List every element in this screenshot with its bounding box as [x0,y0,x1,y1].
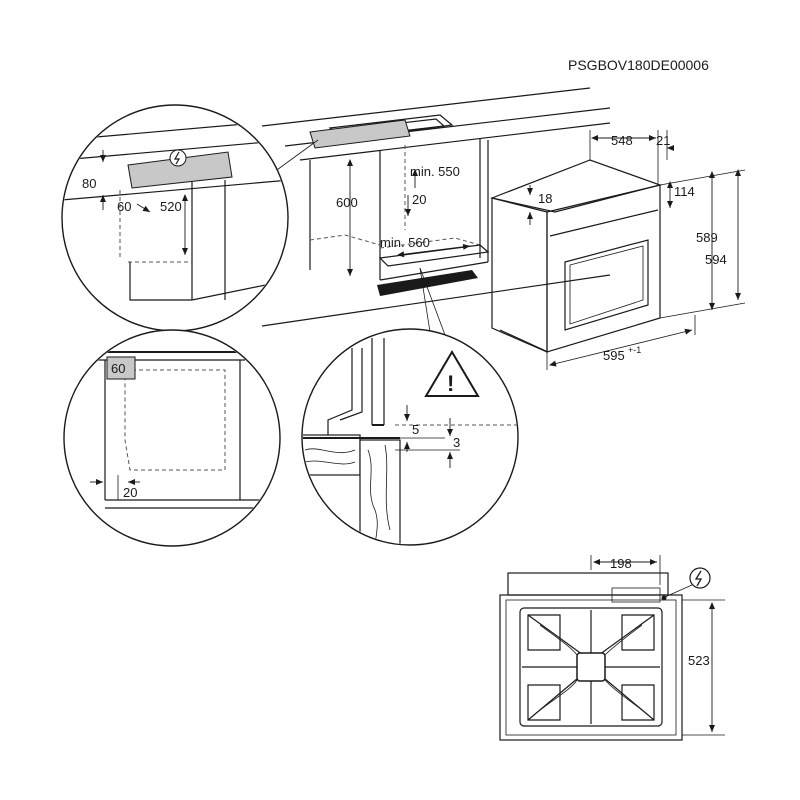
dim-548: 548 [611,133,633,148]
fan-guard [519,607,663,727]
dim-min560: min. 560 [380,235,430,250]
dim-589: 589 [696,230,718,245]
leader-line-1 [269,139,319,176]
dim-20-mid: 20 [412,192,426,207]
dim-600: 600 [336,195,358,210]
leader-line-3 [419,267,446,336]
dim-114: 114 [674,184,695,199]
oven-perspective: 548 21 18 114 589 594 595 +-1 [489,130,746,370]
dim-3: 3 [453,435,460,450]
document-code: PSGBOV180DE00006 [568,57,709,73]
electric-zone-box [106,356,136,380]
svg-text:!: ! [447,371,454,396]
dim-594: 594 [705,252,727,267]
dim-18: 18 [538,191,552,206]
lightning-symbol-icon [169,149,187,167]
dim-80: 80 [82,176,96,191]
dim-21: 21 [656,133,670,148]
detail-circle-top-left: 80 60 520 [61,104,289,332]
dim-5: 5 [412,422,419,437]
detail-circle-center: ! 5 3 [301,328,519,546]
dim-595-tolerance: +-1 [628,345,641,355]
dim-60-top: 60 [117,199,131,214]
dim-523: 523 [688,653,710,668]
detail-circle-bottom-left: 60 20 [63,329,281,547]
dim-min550: min. 550 [410,164,460,179]
dim-198: 198 [610,556,632,571]
dim-595: 595 [603,348,625,363]
dim-60-box: 60 [111,361,125,376]
dim-20-bottom: 20 [123,485,137,500]
dim-520: 520 [160,199,182,214]
oven-back-view: 198 523 [499,555,725,741]
electric-zone-top [309,119,411,149]
plinth-vent [377,270,478,296]
cabinet-perspective: 600 min. 550 20 min. 560 [261,87,611,327]
warning-triangle-icon: ! [424,350,480,397]
lightning-symbol-icon [661,567,711,601]
electric-zone-detail [127,151,233,189]
